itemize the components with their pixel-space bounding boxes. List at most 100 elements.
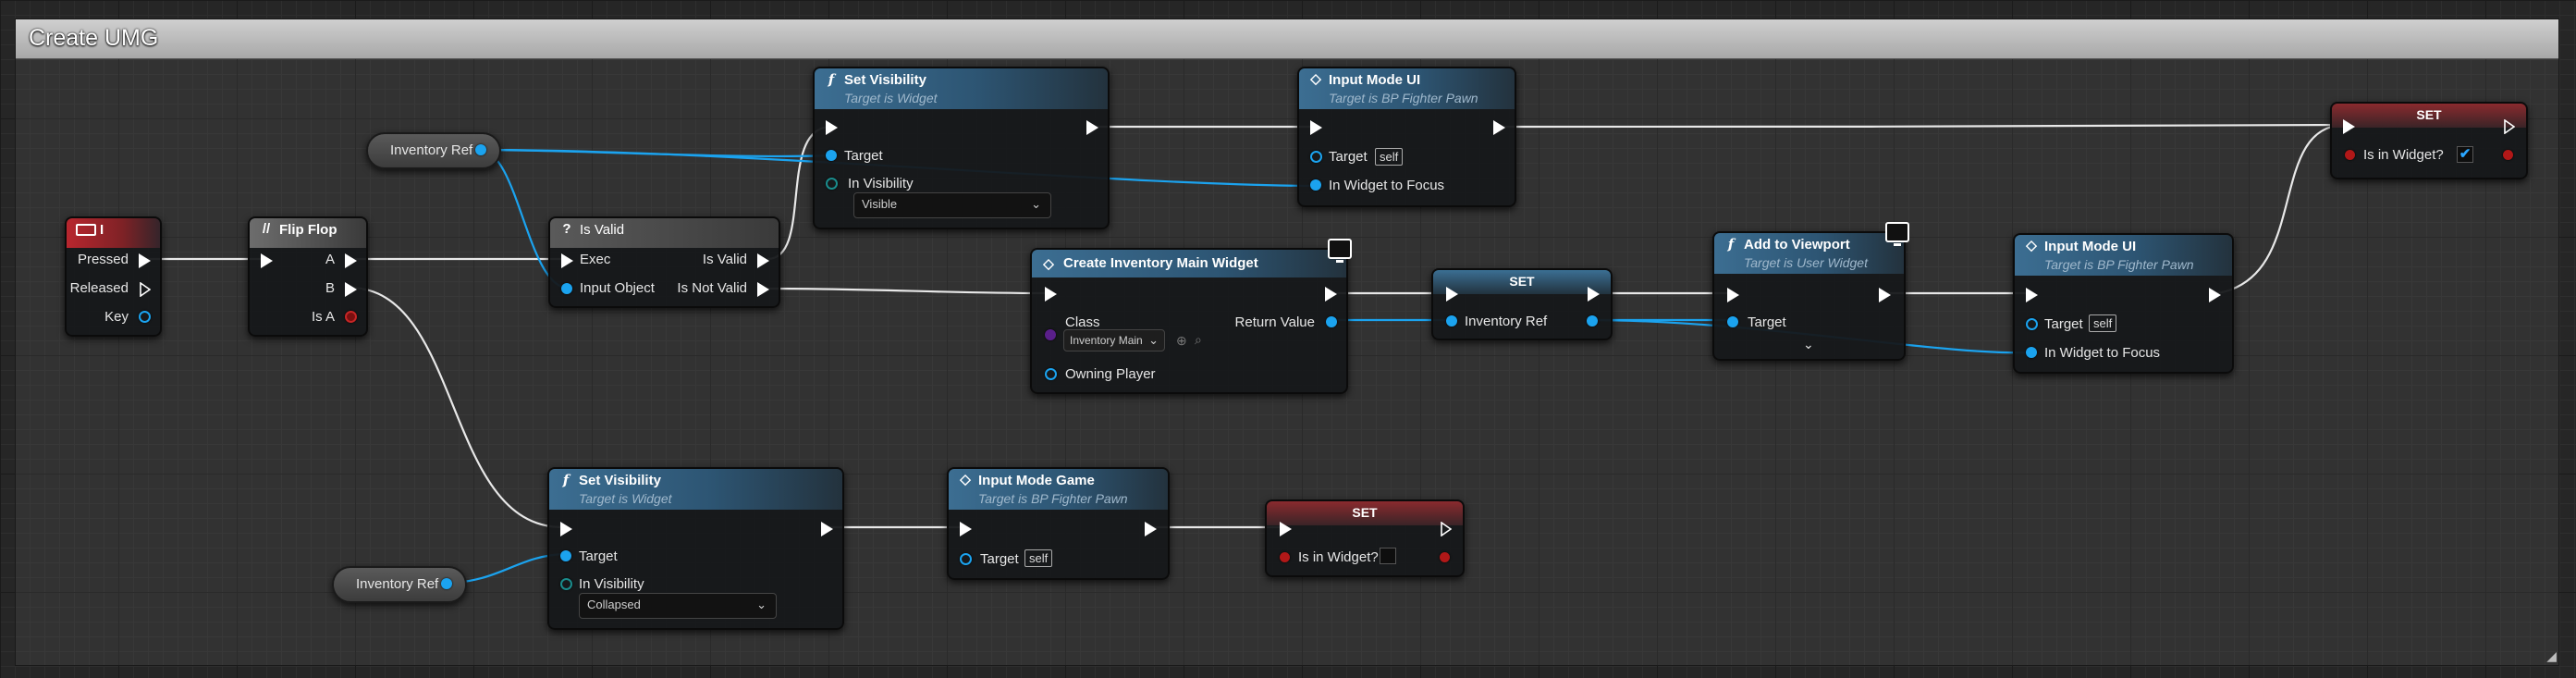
target-pin[interactable] xyxy=(1727,316,1738,327)
set-exec-in-pin[interactable] xyxy=(2343,119,2355,134)
inventory-ref-out-pin[interactable] xyxy=(475,144,486,155)
in-visibility-pin[interactable] xyxy=(826,178,838,190)
inventory-ref-getter-bottom[interactable]: Inventory Ref xyxy=(332,566,467,603)
input-mode-game-node[interactable]: ◇ Input Mode Game Target is BP Fighter P… xyxy=(947,467,1170,580)
create-widget-node[interactable]: Create Inventory Main Widget ◇ Class Inv… xyxy=(1030,239,1352,394)
node-title: I xyxy=(100,222,104,238)
target-pin[interactable] xyxy=(2026,318,2038,330)
keyboard-icon xyxy=(76,224,96,236)
advanced-pins-chevron-icon[interactable]: ⌄ xyxy=(1803,337,1814,351)
in-widget-to-focus-pin[interactable] xyxy=(1310,179,1321,191)
flip-flop-exec-in-pin[interactable] xyxy=(261,253,273,268)
set-visibility-exec-out-pin[interactable] xyxy=(1086,120,1098,135)
target-pin-label: Target xyxy=(579,549,618,564)
input-mode-ui-exec-out-pin[interactable] xyxy=(1493,120,1505,135)
visibility-dropdown-value: Collapsed xyxy=(587,598,641,611)
set-exec-out-pin[interactable] xyxy=(1588,287,1600,302)
inventory-ref-in-pin[interactable] xyxy=(1446,315,1457,327)
input-mode-ui-exec-in-pin[interactable] xyxy=(1310,120,1322,135)
monitor-icon xyxy=(1885,222,1909,246)
target-pin[interactable] xyxy=(560,550,571,561)
input-mode-ui-exec-in-pin[interactable] xyxy=(2026,288,2038,302)
in-visibility-pin[interactable] xyxy=(560,578,572,590)
flip-flop-node[interactable]: // Flip Flop A B Is A xyxy=(248,216,368,337)
inventory-ref-out-pin[interactable] xyxy=(1587,315,1598,327)
visibility-dropdown-value: Visible xyxy=(862,197,898,211)
set-exec-out-pin[interactable] xyxy=(1441,522,1452,536)
use-selected-icon[interactable]: ⊕ xyxy=(1176,333,1187,348)
set-visibility-exec-in-pin[interactable] xyxy=(826,120,838,135)
set-is-in-widget-true-node[interactable]: SET Is in Widget? ✔ xyxy=(2330,102,2528,179)
pressed-exec-pin[interactable] xyxy=(139,253,151,268)
target-pin-label: Target xyxy=(1748,314,1786,330)
input-mode-game-exec-in-pin[interactable] xyxy=(960,522,972,536)
add-to-viewport-exec-in-pin[interactable] xyxy=(1727,288,1739,302)
inventory-ref-label: Inventory Ref xyxy=(356,576,439,592)
inventory-ref-out-pin[interactable] xyxy=(441,578,452,589)
is-a-bool-pin[interactable] xyxy=(345,311,357,323)
set-exec-in-pin[interactable] xyxy=(1280,522,1292,536)
search-icon[interactable]: ⌕ xyxy=(1195,332,1202,347)
key-struct-pin[interactable] xyxy=(139,311,151,323)
return-value-pin[interactable] xyxy=(1326,316,1337,327)
resize-grip-icon[interactable]: ◢ xyxy=(2546,648,2557,663)
node-header: f Add to Viewport Target is User Widget xyxy=(1714,233,1904,274)
chevron-down-icon: ⌄ xyxy=(756,598,767,611)
in-visibility-label: In Visibility xyxy=(848,176,914,191)
set-visibility-exec-in-pin[interactable] xyxy=(560,522,572,536)
comment-header[interactable]: Create UMG xyxy=(16,19,2558,59)
set-is-in-widget-false-node[interactable]: SET Is in Widget? xyxy=(1265,499,1465,577)
target-pin-label: Target xyxy=(844,148,883,164)
set-inventory-ref-node[interactable]: SET Inventory Ref xyxy=(1431,268,1613,340)
set-exec-out-pin[interactable] xyxy=(2504,119,2515,134)
is-valid-node[interactable]: ? Is Valid Exec Is Valid Input Object Is… xyxy=(548,216,780,308)
is-in-widget-checkbox[interactable]: ✔ xyxy=(2457,146,2473,163)
set-visibility-node-bottom[interactable]: f Set Visibility Target is Widget Target… xyxy=(547,467,844,630)
a-exec-pin[interactable] xyxy=(345,253,357,268)
is-a-pin-label: Is A xyxy=(311,309,335,325)
input-mode-ui-exec-out-pin[interactable] xyxy=(2209,288,2221,302)
visibility-dropdown[interactable]: Visible ⌄ xyxy=(853,192,1051,218)
input-mode-ui-node-right[interactable]: ◇ Input Mode UI Target is BP Fighter Paw… xyxy=(2013,233,2234,374)
input-mode-game-exec-out-pin[interactable] xyxy=(1145,522,1157,536)
is-not-valid-exec-pin[interactable] xyxy=(757,282,769,297)
is-in-widget-checkbox[interactable] xyxy=(1380,548,1396,564)
class-pin[interactable] xyxy=(1045,329,1056,340)
is-in-widget-out-pin[interactable] xyxy=(1440,552,1450,562)
target-pin[interactable] xyxy=(826,150,837,161)
target-self-default[interactable]: self xyxy=(1375,148,1404,166)
owning-player-pin[interactable] xyxy=(1045,368,1057,380)
target-pin[interactable] xyxy=(960,553,972,565)
target-pin[interactable] xyxy=(1310,151,1322,163)
is-valid-exec-in-pin[interactable] xyxy=(561,253,573,268)
visibility-dropdown[interactable]: Collapsed ⌄ xyxy=(579,593,777,619)
is-in-widget-out-pin[interactable] xyxy=(2503,150,2513,160)
function-diamond-icon: ◇ xyxy=(2026,238,2037,253)
add-to-viewport-exec-out-pin[interactable] xyxy=(1879,288,1891,302)
target-self-default[interactable]: self xyxy=(2089,314,2117,332)
create-widget-exec-in-pin[interactable] xyxy=(1045,287,1057,302)
add-to-viewport-node[interactable]: f Add to Viewport Target is User Widget … xyxy=(1712,222,1909,361)
set-visibility-node-top[interactable]: f Set Visibility Target is Widget Target… xyxy=(813,67,1110,229)
input-object-pin[interactable] xyxy=(561,283,572,294)
inventory-ref-getter-top[interactable]: Inventory Ref xyxy=(366,132,501,169)
target-self-default[interactable]: self xyxy=(1024,549,1053,567)
in-widget-to-focus-pin[interactable] xyxy=(2026,347,2037,358)
is-in-widget-in-pin[interactable] xyxy=(1280,552,1290,562)
function-icon: f xyxy=(828,71,835,88)
b-exec-pin[interactable] xyxy=(345,282,357,297)
is-valid-exec-pin[interactable] xyxy=(757,253,769,268)
class-dropdown[interactable]: Inventory Main ⌄ xyxy=(1063,329,1165,351)
node-subtitle: Target is User Widget xyxy=(1744,255,1868,270)
input-key-event-node[interactable]: I Pressed Released Key xyxy=(65,216,162,337)
is-in-widget-in-pin[interactable] xyxy=(2345,150,2355,160)
b-pin-label: B xyxy=(325,280,335,296)
released-pin-label: Released xyxy=(69,280,129,296)
set-visibility-exec-out-pin[interactable] xyxy=(821,522,833,536)
input-mode-ui-node-top[interactable]: ◇ Input Mode UI Target is BP Fighter Paw… xyxy=(1297,67,1516,207)
class-pin-label: Class xyxy=(1065,314,1100,330)
create-widget-exec-out-pin[interactable] xyxy=(1325,287,1337,302)
set-exec-in-pin[interactable] xyxy=(1446,287,1458,302)
released-exec-pin[interactable] xyxy=(140,282,151,297)
